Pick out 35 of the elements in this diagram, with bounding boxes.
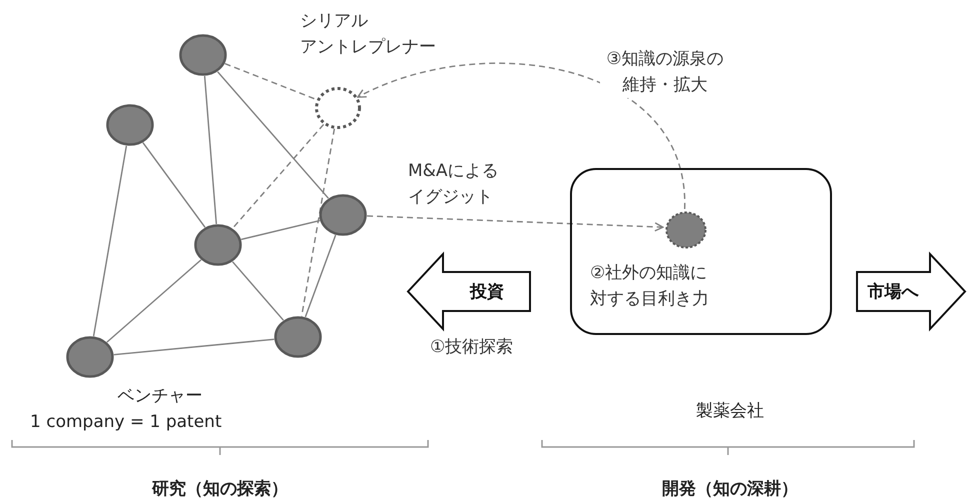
arrow-label: 投資 <box>468 280 505 304</box>
node-caption: シリアルアントレプレナー <box>300 10 437 59</box>
circle <box>106 104 154 146</box>
box-text: ②社外の知識に対する目利き力 <box>590 262 710 311</box>
connector-line <box>300 128 336 316</box>
arrow-label: 市場へ <box>866 280 920 304</box>
connector-line <box>92 146 128 336</box>
circle <box>315 87 361 129</box>
company-box <box>570 168 832 335</box>
connector-line <box>240 220 320 240</box>
circle <box>194 224 242 266</box>
venture-note: 1 company = 1 patent <box>30 411 223 434</box>
connector-line <box>232 124 324 229</box>
circle <box>179 34 227 76</box>
connector-line <box>217 71 329 199</box>
connector-line <box>114 338 274 356</box>
connector-line <box>142 142 206 228</box>
venture-label: ベンチャー <box>116 385 204 408</box>
phase-label: 開発（知の深耕） <box>661 478 799 501</box>
connector-line <box>204 76 218 224</box>
circle <box>274 316 322 358</box>
node-caption: ①技術探索 <box>430 336 514 359</box>
block-arrow <box>856 253 966 330</box>
phase-label: 研究（知の探索） <box>150 478 289 501</box>
connector-line <box>106 259 202 343</box>
connector-line <box>224 62 318 100</box>
arrow <box>357 62 686 210</box>
circle <box>665 211 707 249</box>
connector-line <box>232 261 284 321</box>
circle <box>66 336 114 378</box>
circle <box>319 194 367 236</box>
connector-line <box>304 234 336 318</box>
block-arrow <box>407 253 531 330</box>
arrow <box>366 215 664 232</box>
company-label: 製薬会社 <box>695 400 765 423</box>
